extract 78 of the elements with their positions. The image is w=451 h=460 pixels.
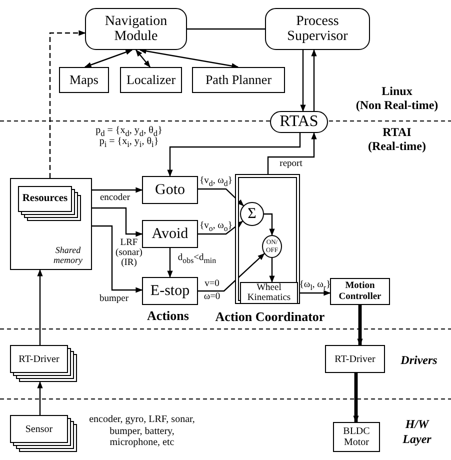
arrow xyxy=(37,269,43,345)
box-label: Motion Controller xyxy=(338,281,382,302)
box-label: RT-Driver xyxy=(18,354,60,364)
arrow xyxy=(92,207,143,237)
module-box xyxy=(270,111,328,133)
arrow xyxy=(139,48,239,69)
arrow xyxy=(167,133,301,177)
process-box xyxy=(59,67,109,93)
process-box xyxy=(120,67,182,93)
arrow xyxy=(84,49,133,68)
arrow xyxy=(298,290,331,296)
annotation-text: Layer xyxy=(402,433,432,447)
box-label: Sensor xyxy=(24,424,54,434)
annotation-text: Drivers xyxy=(400,354,438,368)
box-label: BLDC Motor xyxy=(342,426,371,448)
summing-circle xyxy=(240,202,264,226)
process-box xyxy=(142,277,198,305)
edge-label: LRF (sonar) (IR) xyxy=(114,238,144,268)
arrow xyxy=(167,248,173,278)
annotation-text: H/W xyxy=(404,418,430,432)
annotation-text: p$_{i}$ = {x$_{i}$, y$_{i}$, θ$_{i}$} xyxy=(98,136,160,150)
arrow xyxy=(92,225,143,293)
box-label: Σ xyxy=(246,206,258,222)
annotation-text: (Non Real-time) xyxy=(354,99,440,113)
annotation-text: p$_{d}$ = {x$_{d}$, y$_{d}$, θ$_{d}$} xyxy=(94,125,164,138)
annotation-text: Linux xyxy=(380,85,414,99)
box-label: Navigation Module xyxy=(104,14,168,44)
box-label: Maps xyxy=(68,72,100,88)
box-label: Avoid xyxy=(150,226,190,242)
arrow xyxy=(92,187,143,193)
arrow xyxy=(136,49,150,68)
process-box xyxy=(325,345,385,373)
edge-label: {ω$_{l}$, ω$_{r}$} xyxy=(299,280,331,293)
box-label: Localizer xyxy=(125,72,177,88)
process-box xyxy=(142,220,198,248)
arrow xyxy=(37,381,43,415)
edge-label: {v$_{d}$, ω$_{d}$} xyxy=(198,176,234,189)
module-box xyxy=(265,8,370,50)
arrow xyxy=(267,132,317,174)
module-box xyxy=(85,8,187,50)
process-box xyxy=(240,282,298,304)
edge-label: {v$_{o}$, ω$_{o}$} xyxy=(198,221,234,234)
edge-label: encoder xyxy=(98,193,132,204)
box-label: Resources xyxy=(21,193,69,205)
annotation-text: (Real-time) xyxy=(367,140,427,154)
arrow xyxy=(198,188,244,206)
panel-caption: Shared memory xyxy=(52,246,84,266)
box-label: Wheel Kinematics xyxy=(246,282,292,304)
arrow xyxy=(300,50,306,112)
arrow xyxy=(357,305,363,346)
box-label: Path Planner xyxy=(204,72,273,88)
arrow xyxy=(353,373,359,423)
arrow xyxy=(269,258,275,283)
annotation-text: Actions xyxy=(146,309,190,324)
process-box xyxy=(192,67,285,93)
switch-ellipse xyxy=(262,235,282,258)
arrow xyxy=(311,49,317,111)
edge-label: bumper xyxy=(98,294,130,305)
process-box xyxy=(142,176,198,204)
edge-label: report xyxy=(278,159,304,170)
arrow xyxy=(198,220,244,235)
arrow xyxy=(264,213,275,236)
box-label: RTAS xyxy=(278,113,320,131)
group-title: Action Coordinator xyxy=(214,310,326,324)
box-label: RT-Driver xyxy=(334,354,376,364)
annotation-text: RTAI xyxy=(382,126,412,140)
connector-line xyxy=(187,28,265,30)
arrow xyxy=(198,253,265,292)
annotation-text: encoder, gyro, LRF, sonar, bumper, battery, microphone, etc xyxy=(88,414,196,448)
box-label: Process Supervisor xyxy=(286,14,349,44)
process-box xyxy=(333,422,380,452)
process-box xyxy=(330,278,390,305)
arrow xyxy=(49,30,86,178)
edge-label: d$_{obs}$<d$_{min}$ xyxy=(176,253,218,266)
box-label: Goto xyxy=(154,182,186,198)
memory-panel xyxy=(10,178,92,270)
box-label: E-stop xyxy=(149,282,191,300)
edge-label: v=0 ω=0 xyxy=(202,278,222,304)
